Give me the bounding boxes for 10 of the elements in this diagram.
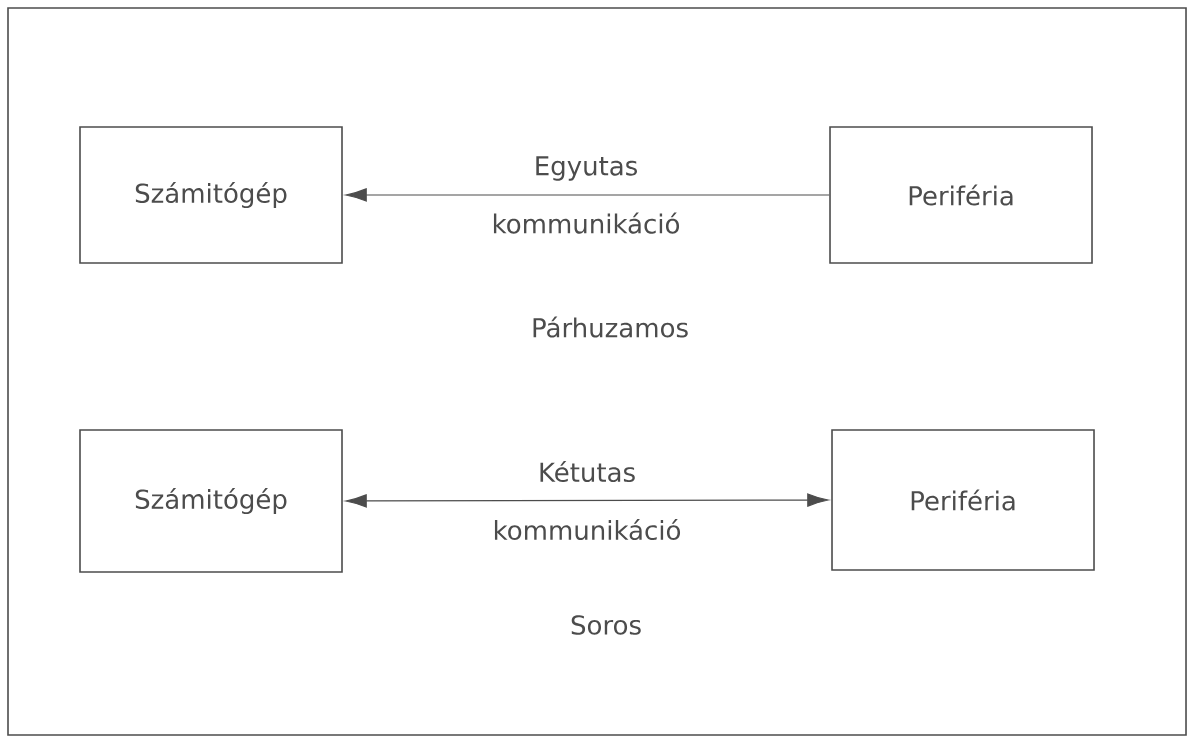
device-box: Periféria [829,126,1093,264]
edge-label: Egyutas kommunikáció [493,156,680,234]
device-box: Számitógép [79,126,343,264]
arrow [345,188,830,202]
caption-text: Soros [571,615,641,635]
device-box: Számitógép [79,429,343,573]
device-box: Periféria [831,429,1095,571]
edge-label: Kétutas kommunikáció [494,460,681,541]
arrow [345,493,829,508]
caption-text: Párhuzamos [533,316,688,338]
